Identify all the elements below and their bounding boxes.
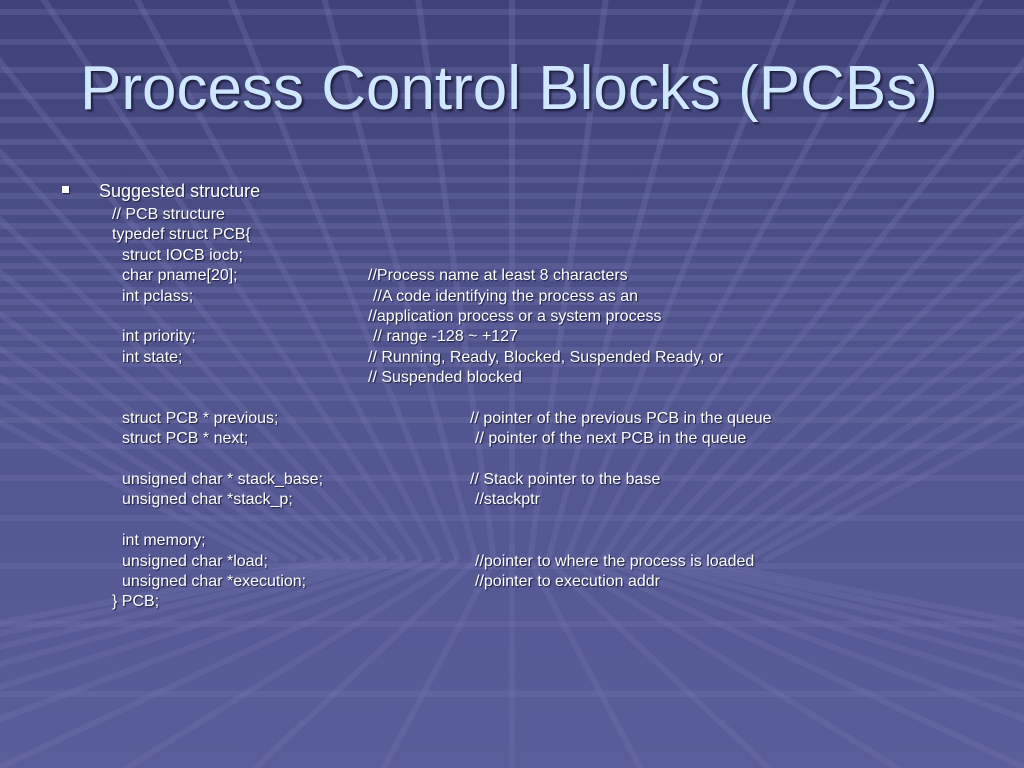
code-line: char pname[20]; //Process name at least 8… bbox=[0, 266, 1024, 286]
code-line: unsigned char *execution; //pointer to ex… bbox=[0, 572, 1024, 592]
code-line: // Suspended blocked bbox=[0, 368, 1024, 388]
code-text: unsigned char *stack_p; bbox=[122, 491, 293, 509]
code-text: int pclass; bbox=[122, 287, 194, 305]
code-comment: //pointer to execution addr bbox=[475, 573, 661, 591]
code-comment: // pointer of the next PCB in the queue bbox=[475, 430, 747, 448]
code-text: unsigned char *load; bbox=[122, 552, 268, 570]
code-text: int priority; bbox=[122, 328, 196, 346]
slide-title: Process Control Blocks (PCBs) bbox=[80, 54, 938, 123]
code-line: unsigned char *stack_p; //stackptr bbox=[0, 490, 1024, 510]
code-comment: // range -128 ~ +127 bbox=[373, 328, 518, 346]
code-line: // PCB structure bbox=[0, 205, 1024, 225]
code-text: struct PCB * next; bbox=[122, 430, 249, 448]
code-text: char pname[20]; bbox=[122, 267, 238, 285]
code-line: int memory; bbox=[0, 531, 1024, 551]
code-line: struct PCB * next; // pointer of the next… bbox=[0, 429, 1024, 449]
code-comment: // Suspended blocked bbox=[368, 369, 522, 387]
code-line: int pclass; //A code identifying the proc… bbox=[0, 287, 1024, 307]
code-comment: // Running, Ready, Blocked, Suspended Re… bbox=[368, 348, 724, 366]
code-line: //application process or a system proces… bbox=[0, 307, 1024, 327]
code-line: struct PCB * previous; // pointer of the … bbox=[0, 409, 1024, 429]
code-line: int priority; // range -128 ~ +127 bbox=[0, 327, 1024, 347]
pcb-code-block: // PCB structure typedef struct PCB{ str… bbox=[0, 205, 1024, 613]
square-bullet-icon bbox=[62, 186, 69, 193]
code-line: typedef struct PCB{ bbox=[0, 225, 1024, 245]
code-text: struct PCB * previous; bbox=[122, 409, 279, 427]
blank-line bbox=[0, 511, 1024, 531]
code-text: unsigned char * stack_base; bbox=[122, 471, 324, 489]
code-comment: // pointer of the previous PCB in the qu… bbox=[470, 409, 772, 427]
code-line: int state; // Running, Ready, Blocked, Su… bbox=[0, 348, 1024, 368]
code-comment: //application process or a system proces… bbox=[368, 307, 662, 325]
code-text: typedef struct PCB{ bbox=[112, 226, 251, 244]
blank-line bbox=[0, 450, 1024, 470]
code-comment: //Process name at least 8 characters bbox=[368, 267, 628, 285]
bullet-suggested-structure: Suggested structure bbox=[99, 181, 261, 201]
code-comment: //stackptr bbox=[475, 491, 540, 509]
code-comment: // Stack pointer to the base bbox=[470, 471, 661, 489]
code-text: int state; bbox=[122, 348, 183, 366]
code-text: int memory; bbox=[122, 532, 206, 550]
code-text: // PCB structure bbox=[112, 206, 225, 223]
code-text: } PCB; bbox=[112, 593, 160, 611]
code-line: unsigned char *load; //pointer to where t… bbox=[0, 552, 1024, 572]
code-line: } PCB; bbox=[0, 592, 1024, 612]
code-comment: //pointer to where the process is loaded bbox=[475, 552, 755, 570]
code-text: unsigned char *execution; bbox=[122, 573, 307, 591]
blank-line bbox=[0, 389, 1024, 409]
code-line: unsigned char * stack_base; // Stack poin… bbox=[0, 470, 1024, 490]
code-line: struct IOCB iocb; bbox=[0, 246, 1024, 266]
code-comment: //A code identifying the process as an bbox=[373, 287, 639, 305]
code-text: struct IOCB iocb; bbox=[122, 246, 243, 264]
